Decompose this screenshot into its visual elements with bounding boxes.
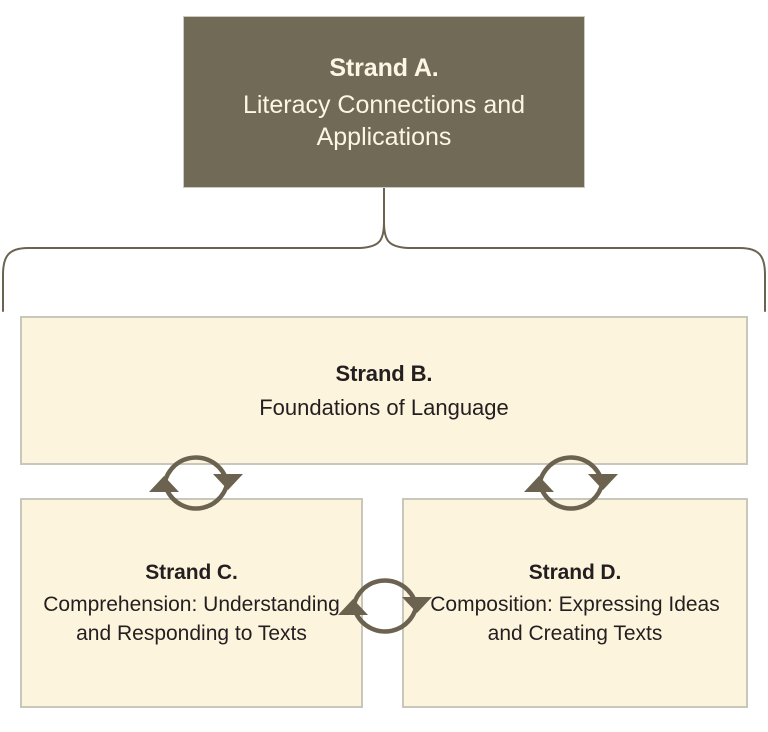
node-strand-a[interactable]: Strand A. Literacy Connections and Appli… [183, 16, 585, 188]
bracket-right-arm [383, 221, 766, 312]
node-strand-a-body: Literacy Connections and Applications [242, 90, 526, 151]
cycle-arrows-icon-b-d[interactable] [522, 440, 620, 526]
node-strand-a-title: Strand A. [329, 53, 439, 82]
bracket-left-arm [2, 221, 385, 312]
cycle-arrows-icon-b-c[interactable] [147, 440, 245, 526]
node-strand-b[interactable]: Strand B. Foundations of Language [20, 316, 748, 465]
node-strand-c-title: Strand C. [145, 561, 238, 584]
node-strand-d[interactable]: Strand D. Composition: Expressing Ideas … [402, 498, 748, 708]
node-strand-b-body: Foundations of Language [259, 394, 509, 420]
cycle-arrows-icon-c-d[interactable] [336, 563, 434, 649]
node-strand-d-body: Composition: Expressing Ideas and Creati… [430, 593, 720, 645]
node-strand-c-body: Comprehension: Understanding and Respond… [43, 593, 340, 645]
node-strand-d-title: Strand D. [528, 561, 622, 584]
node-strand-b-title: Strand B. [335, 360, 433, 386]
node-strand-c[interactable]: Strand C. Comprehension: Understanding a… [20, 498, 363, 708]
